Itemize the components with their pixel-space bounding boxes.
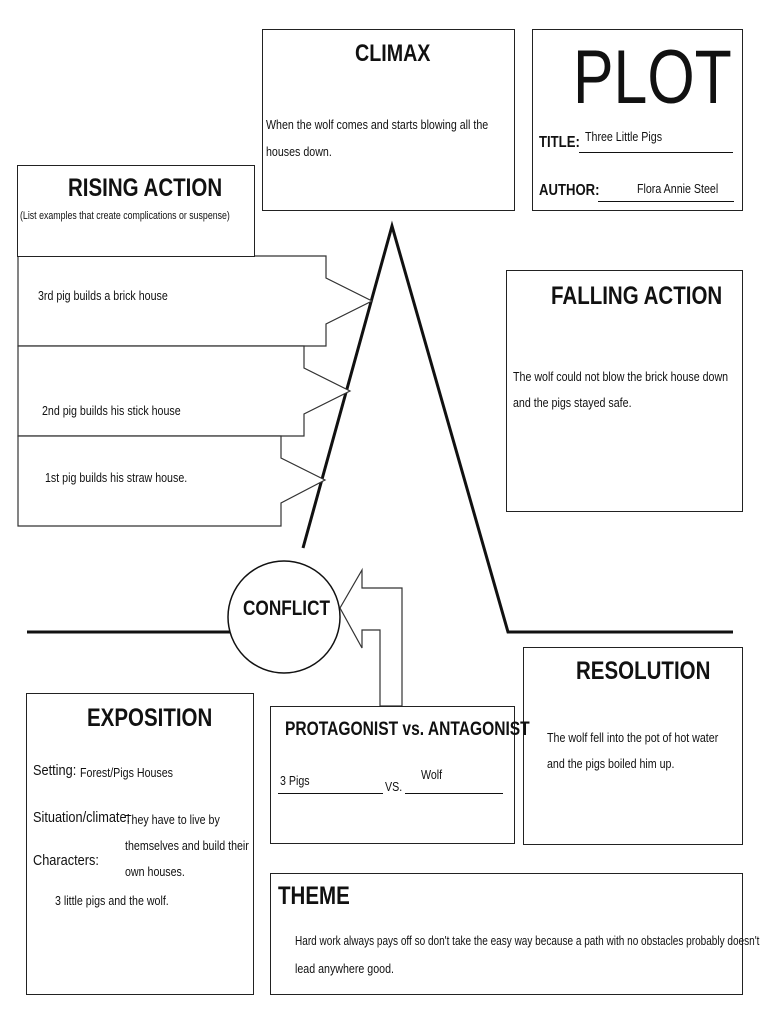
situation-line-3: own houses.: [125, 864, 185, 879]
rising-item-2: 2nd pig builds his stick house: [42, 403, 181, 418]
vs-label: VS.: [385, 779, 403, 794]
protagonist-underline: [278, 793, 383, 794]
resolution-line-1: The wolf fell into the pot of hot water: [547, 730, 719, 745]
protagonist-antagonist-box: PROTAGONIST vs. ANTAGONIST 3 Pigs VS. Wo…: [270, 706, 530, 844]
resolution-line-2: and the pigs boiled him up.: [547, 756, 675, 771]
title-value: Three Little Pigs: [585, 129, 663, 144]
characters-label: Characters:: [33, 852, 99, 869]
falling-action-box: FALLING ACTION The wolf could not blow t…: [506, 270, 743, 512]
plot-title-box: PLOT TITLE: Three Little Pigs AUTHOR: Fl…: [532, 29, 743, 211]
theme-box: THEME Hard work always pays off so don't…: [270, 873, 759, 995]
theme-line-1: Hard work always pays off so don't take …: [295, 934, 760, 948]
author-label: AUTHOR:: [539, 182, 600, 199]
climax-line-1: When the wolf comes and starts blowing a…: [266, 117, 489, 132]
theme-line-2: lead anywhere good.: [295, 961, 394, 976]
falling-action-heading: FALLING ACTION: [551, 282, 723, 310]
antagonist-underline: [405, 793, 503, 794]
rising-item-1: 1st pig builds his straw house.: [45, 470, 188, 485]
rising-item-3: 3rd pig builds a brick house: [38, 288, 168, 303]
situation-line-2: themselves and build their: [125, 838, 249, 853]
arrow-rising-1: [17, 435, 327, 527]
title-underline: [579, 152, 733, 153]
author-value: Flora Annie Steel: [637, 181, 719, 196]
setting-label: Setting:: [33, 762, 77, 779]
situation-label: Situation/climate:: [33, 809, 131, 826]
setting-value: Forest/Pigs Houses: [80, 765, 174, 780]
characters-value: 3 little pigs and the wolf.: [55, 893, 169, 908]
rising-action-subheading: (List examples that create complications…: [20, 210, 230, 222]
conflict-label: CONFLICT: [243, 597, 331, 620]
resolution-heading: RESOLUTION: [576, 657, 711, 685]
plot-heading: PLOT: [573, 35, 732, 120]
climax-box: CLIMAX When the wolf comes and starts bl…: [262, 29, 515, 211]
climax-line-2: houses down.: [266, 144, 332, 159]
situation-line-1: They have to live by: [125, 812, 220, 827]
protagonist-value: 3 Pigs: [280, 773, 310, 788]
title-label: TITLE:: [539, 134, 580, 151]
antagonist-value: Wolf: [421, 767, 443, 782]
author-underline: [598, 201, 734, 202]
protagonist-antagonist-heading: PROTAGONIST vs. ANTAGONIST: [285, 719, 530, 740]
falling-action-line-2: and the pigs stayed safe.: [513, 395, 632, 410]
exposition-box: EXPOSITION Setting: Forest/Pigs Houses S…: [26, 693, 254, 995]
rising-action-box: RISING ACTION (List examples that create…: [17, 165, 255, 257]
falling-action-line-1: The wolf could not blow the brick house …: [513, 369, 729, 384]
resolution-box: RESOLUTION The wolf fell into the pot of…: [523, 647, 743, 845]
conflict-circle: [227, 560, 341, 674]
plot-mountain: [301, 220, 733, 634]
climax-heading: CLIMAX: [355, 40, 431, 67]
rising-action-heading: RISING ACTION: [68, 174, 223, 202]
arrow-conflict: [339, 567, 403, 707]
exposition-heading: EXPOSITION: [87, 704, 213, 732]
arrow-rising-2: [17, 345, 352, 437]
theme-heading: THEME: [278, 882, 350, 910]
